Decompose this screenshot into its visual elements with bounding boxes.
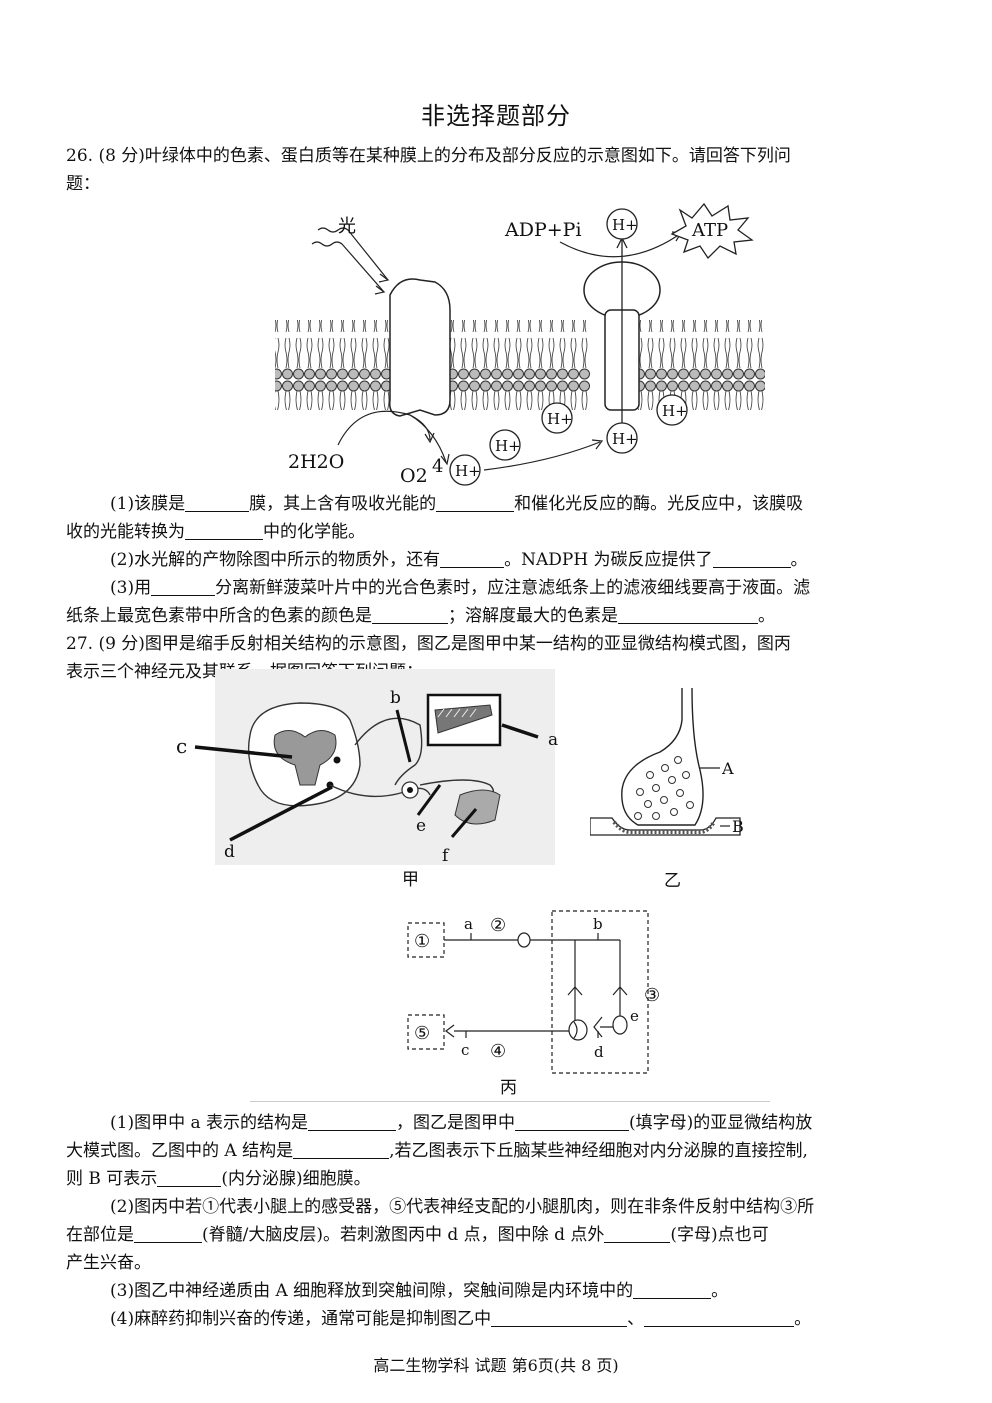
q27-sub3: (3)图乙中神经递质由 A 细胞释放到突触间隙，突触间隙是内环境中的。 (110, 1280, 729, 1301)
q26-sub3-line2: 纸条上最宽色素带中所含的色素的颜色是；溶解度最大的色素是。 (66, 605, 775, 626)
h-plus-lumen-1: H+ (541, 402, 573, 434)
svg-text:H+: H+ (455, 462, 481, 480)
presynaptic-terminal (621, 687, 704, 826)
jia-label-c: c (176, 734, 187, 758)
bing-label-e: e (630, 1007, 639, 1025)
q27-sub1-line1: (1)图甲中 a 表示的结构是，图乙是图甲中(填字母)的亚显微结构放 (110, 1112, 813, 1133)
q26-sub1-line2: 收的光能转换为中的化学能。 (66, 521, 365, 542)
jia-label-b: b (390, 688, 401, 708)
q26-blank-3[interactable] (185, 521, 263, 540)
q27-sub2-line2: 在部位是(脊髓/大脑皮层)。若刺激图丙中 d 点，图中除 d 点外(字母)点也可 (66, 1224, 769, 1245)
q27-blank-7[interactable] (633, 1280, 712, 1299)
q26-blank-2[interactable] (436, 493, 515, 512)
q26-blank-5[interactable] (712, 549, 791, 568)
center-3 (551, 910, 649, 1074)
h-plus-lumen-2: H+ (656, 394, 688, 426)
lipid-bilayer-middle (450, 320, 590, 410)
receptor-box (426, 693, 502, 747)
thylakoid-membrane-diagram: 光 ADP+Pi ATP H+ H+ H+ H+ H+ H+ 2H2O O2 4 (275, 202, 765, 487)
q26-blank-1[interactable] (185, 493, 250, 512)
effector-muscle (454, 789, 501, 825)
svg-text:H+: H+ (662, 402, 688, 420)
bing-label-3: ③ (644, 985, 660, 1006)
lipid-bilayer-right (635, 320, 765, 410)
h-plus-lumen-3: H+ (489, 429, 521, 461)
lipid-bilayer-left (275, 320, 390, 410)
q27-blank-1[interactable] (308, 1112, 397, 1131)
q27-sub1-line2: 大模式图。乙图中的 A 结构是,若乙图表示下丘脑某些神经细胞对内分泌腺的直接控制… (66, 1140, 808, 1161)
effector-5 (407, 1014, 445, 1050)
reflex-arc-diagram: c b a d e f 甲 (176, 669, 558, 890)
q26-sub2: (2)水光解的产物除图中所示的物质外，还有。NADPH 为碳反应提供了。 (110, 549, 808, 570)
svg-text:H+: H+ (612, 430, 638, 448)
bing-label-d: d (594, 1043, 604, 1061)
svg-text:H+: H+ (495, 437, 521, 455)
oxygen-label: O2 (400, 465, 428, 487)
bing-caption: 丙 (500, 1078, 517, 1098)
q27-blank-6[interactable] (604, 1224, 671, 1243)
light-label: 光 (338, 216, 356, 237)
q27-intro-line1: 27. (9 分)图甲是缩手反射相关结构的示意图，图乙是图甲中某一结构的亚显微结… (66, 634, 791, 654)
jia-label-a: a (548, 730, 558, 750)
three-neurons-diagram: ① ⑤ a ② b ③ e c ④ d 丙 (407, 910, 660, 1098)
bing-label-2: ② (490, 915, 506, 936)
q27-sub4: (4)麻醉药抑制兴奋的传递，通常可能是抑制图乙中、。 (110, 1308, 812, 1329)
h-plus-lumen-4: H+ (606, 422, 638, 454)
atp-burst-icon (670, 202, 754, 260)
q27-blank-2[interactable] (515, 1112, 630, 1131)
jia-label-f: f (442, 846, 450, 866)
jia-caption: 甲 (402, 870, 419, 890)
bing-label-c: c (461, 1041, 469, 1059)
q26-blank-6[interactable] (151, 577, 216, 596)
q26-blank-7[interactable] (372, 605, 448, 624)
bing-label-1: ① (414, 931, 430, 952)
jia-label-e: e (416, 816, 426, 836)
atp-label: ATP (691, 220, 728, 241)
jia-label-d: d (224, 842, 235, 862)
q26-intro-line2: 题： (66, 174, 100, 194)
page-footer: 高二生物学科 试题 第6页(共 8 页) (373, 1356, 619, 1375)
svg-text:H+: H+ (547, 410, 573, 428)
bing-label-4: ④ (490, 1041, 506, 1062)
q26-sub1-line1: (1)该膜是膜，其上含有吸收光能的和催化光反应的酶。光反应中，该膜吸 (110, 493, 804, 514)
q26-blank-4[interactable] (440, 549, 505, 568)
photosystem-protein (388, 278, 451, 417)
q27-blank-9[interactable] (644, 1308, 795, 1327)
yi-label-A: A (721, 759, 734, 778)
q26-sub3-line1: (3)用分离新鲜菠菜叶片中的光合色素时，应注意滤纸条上的滤液细线要高于液面。滤 (110, 577, 811, 598)
h-plus-lumen-5: H+ (449, 454, 481, 486)
bing-label-b: b (593, 915, 603, 933)
q27-blank-8[interactable] (491, 1308, 628, 1327)
q27-blank-5[interactable] (134, 1224, 202, 1243)
section-title: 非选择题部分 (421, 102, 571, 130)
grey-matter (273, 730, 337, 786)
yi-caption: 乙 (664, 871, 681, 890)
water-label: 2H2O (288, 451, 344, 473)
figure-divider (250, 1101, 770, 1102)
q26-intro-line1: 26. (8 分)叶绿体中的色素、蛋白质等在某种膜上的分布及部分反应的示意图如下… (66, 146, 791, 166)
q27-sub2-line3: 产生兴奋。 (66, 1253, 151, 1273)
synapse-diagram: A B 乙 (590, 687, 744, 890)
adp-pi-label: ADP+Pi (504, 219, 582, 241)
bing-label-5: ⑤ (414, 1023, 430, 1044)
four-label: 4 (432, 456, 443, 477)
h-plus-top: H+ (606, 208, 638, 240)
q27-blank-3[interactable] (293, 1140, 390, 1159)
q27-sub2-line1: (2)图丙中若①代表小腿上的感受器，⑤代表神经支配的小腿肌肉，则在非条件反射中结… (110, 1197, 815, 1217)
q27-sub1-line3: 则 B 可表示(内分泌腺)细胞膜。 (66, 1168, 371, 1189)
svg-text:H+: H+ (612, 216, 638, 234)
q26-blank-8[interactable] (618, 605, 758, 624)
q27-blank-4[interactable] (157, 1168, 222, 1187)
yi-label-B: B (732, 817, 744, 836)
bing-label-a: a (464, 915, 473, 933)
